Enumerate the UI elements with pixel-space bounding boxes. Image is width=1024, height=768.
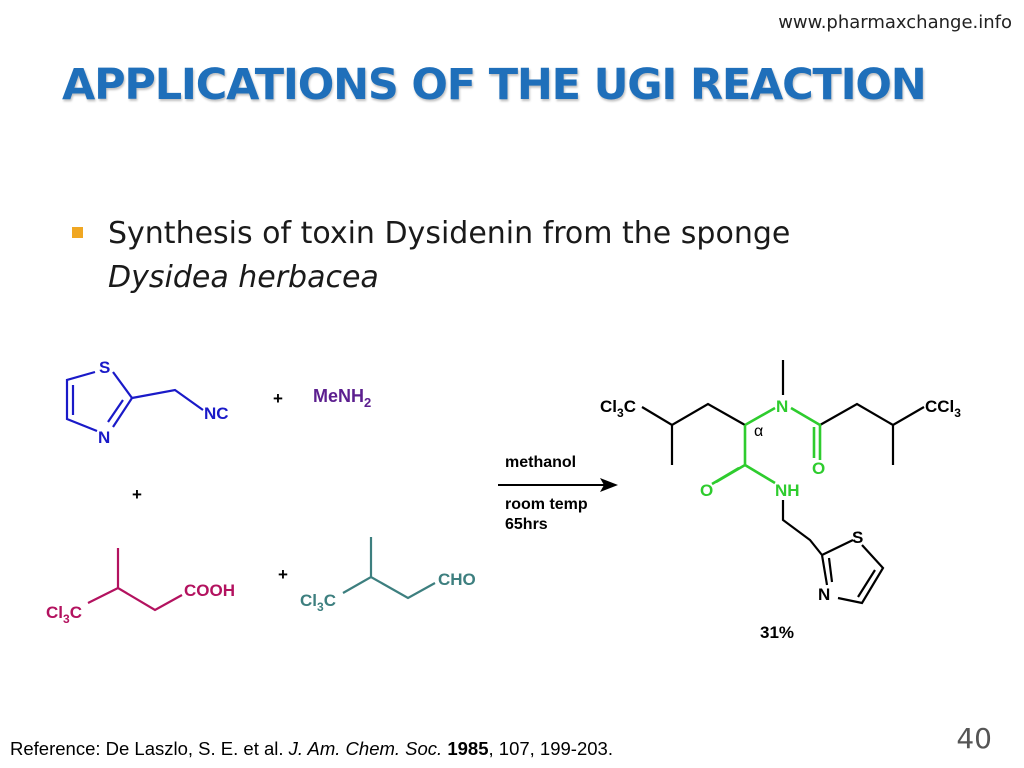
- isocyanide-s-atom: S: [99, 358, 110, 377]
- product-core: [711, 406, 822, 486]
- isocyanide-reactant: S N NC: [65, 358, 229, 447]
- product-carbonyl-o-left: O: [700, 481, 713, 500]
- acid-bonds: [87, 548, 183, 612]
- product-yield: 31%: [760, 623, 794, 642]
- product-left-chain: [641, 402, 746, 465]
- product-thiazole-s: S: [852, 528, 863, 547]
- condition-temperature: room temp: [505, 496, 588, 513]
- ugi-reaction-scheme: S N NC + MeNH2 + Cl3C COOH + Cl3C CHO me…: [46, 358, 961, 642]
- isocyanide-n-atom: N: [98, 428, 110, 447]
- slide-number: 40: [956, 722, 992, 755]
- acid-ccl3-label: Cl3C: [46, 603, 82, 626]
- product-alpha-label: α: [754, 423, 763, 440]
- isocyanide-bonds: [65, 370, 204, 433]
- product-carbonyl-o-right: O: [812, 459, 825, 478]
- reaction-arrow: methanol room temp 65hrs: [498, 454, 618, 533]
- product-amide-nh: NH: [775, 481, 800, 500]
- amine-label: MeNH2: [313, 386, 371, 410]
- acid-reactant: Cl3C COOH: [46, 548, 235, 626]
- plus-sign-2: +: [132, 485, 142, 504]
- product-amide-n: N: [776, 397, 788, 416]
- bullet-species: Dysidea herbacea: [108, 260, 379, 295]
- source-url: www.pharmaxchange.info: [778, 12, 1012, 33]
- aldehyde-cho-label: CHO: [438, 570, 476, 589]
- product-thiazole-ring: [820, 539, 885, 605]
- isocyanide-nc-group: NC: [204, 404, 229, 423]
- condition-solvent: methanol: [505, 454, 576, 471]
- plus-sign-1: +: [273, 389, 283, 408]
- aldehyde-bonds: [342, 537, 436, 600]
- bullet-text: Synthesis of toxin Dysidenin from the sp…: [108, 216, 791, 251]
- reference-citation: Reference: De Laszlo, S. E. et al. J. Am…: [10, 738, 613, 759]
- aldehyde-ccl3-label: Cl3C: [300, 591, 336, 614]
- product-right-chain: [819, 402, 925, 465]
- slide-title: APPLICATIONS OF THE UGI REACTION: [62, 60, 927, 110]
- bullet-marker: [72, 227, 83, 238]
- arrow-head: [600, 478, 618, 492]
- product-black-bonds: [641, 360, 925, 605]
- aldehyde-reactant: Cl3C CHO: [300, 537, 476, 614]
- methylamine-reactant: MeNH2: [313, 386, 371, 410]
- product-core-bonds: [711, 406, 822, 486]
- product-right-ccl3: CCl3: [925, 397, 961, 420]
- plus-sign-3: +: [278, 565, 288, 584]
- product-thiazole-n: N: [818, 585, 830, 604]
- acid-cooh-label: COOH: [184, 581, 235, 600]
- product-labels: Cl3C CCl3 N NH O O α S N 31%: [600, 397, 961, 642]
- product-left-ccl3: Cl3C: [600, 397, 636, 420]
- bullet-point: Synthesis of toxin Dysidenin from the sp…: [72, 212, 892, 300]
- condition-time: 65hrs: [505, 516, 548, 533]
- product-thiazole-link: [781, 500, 823, 556]
